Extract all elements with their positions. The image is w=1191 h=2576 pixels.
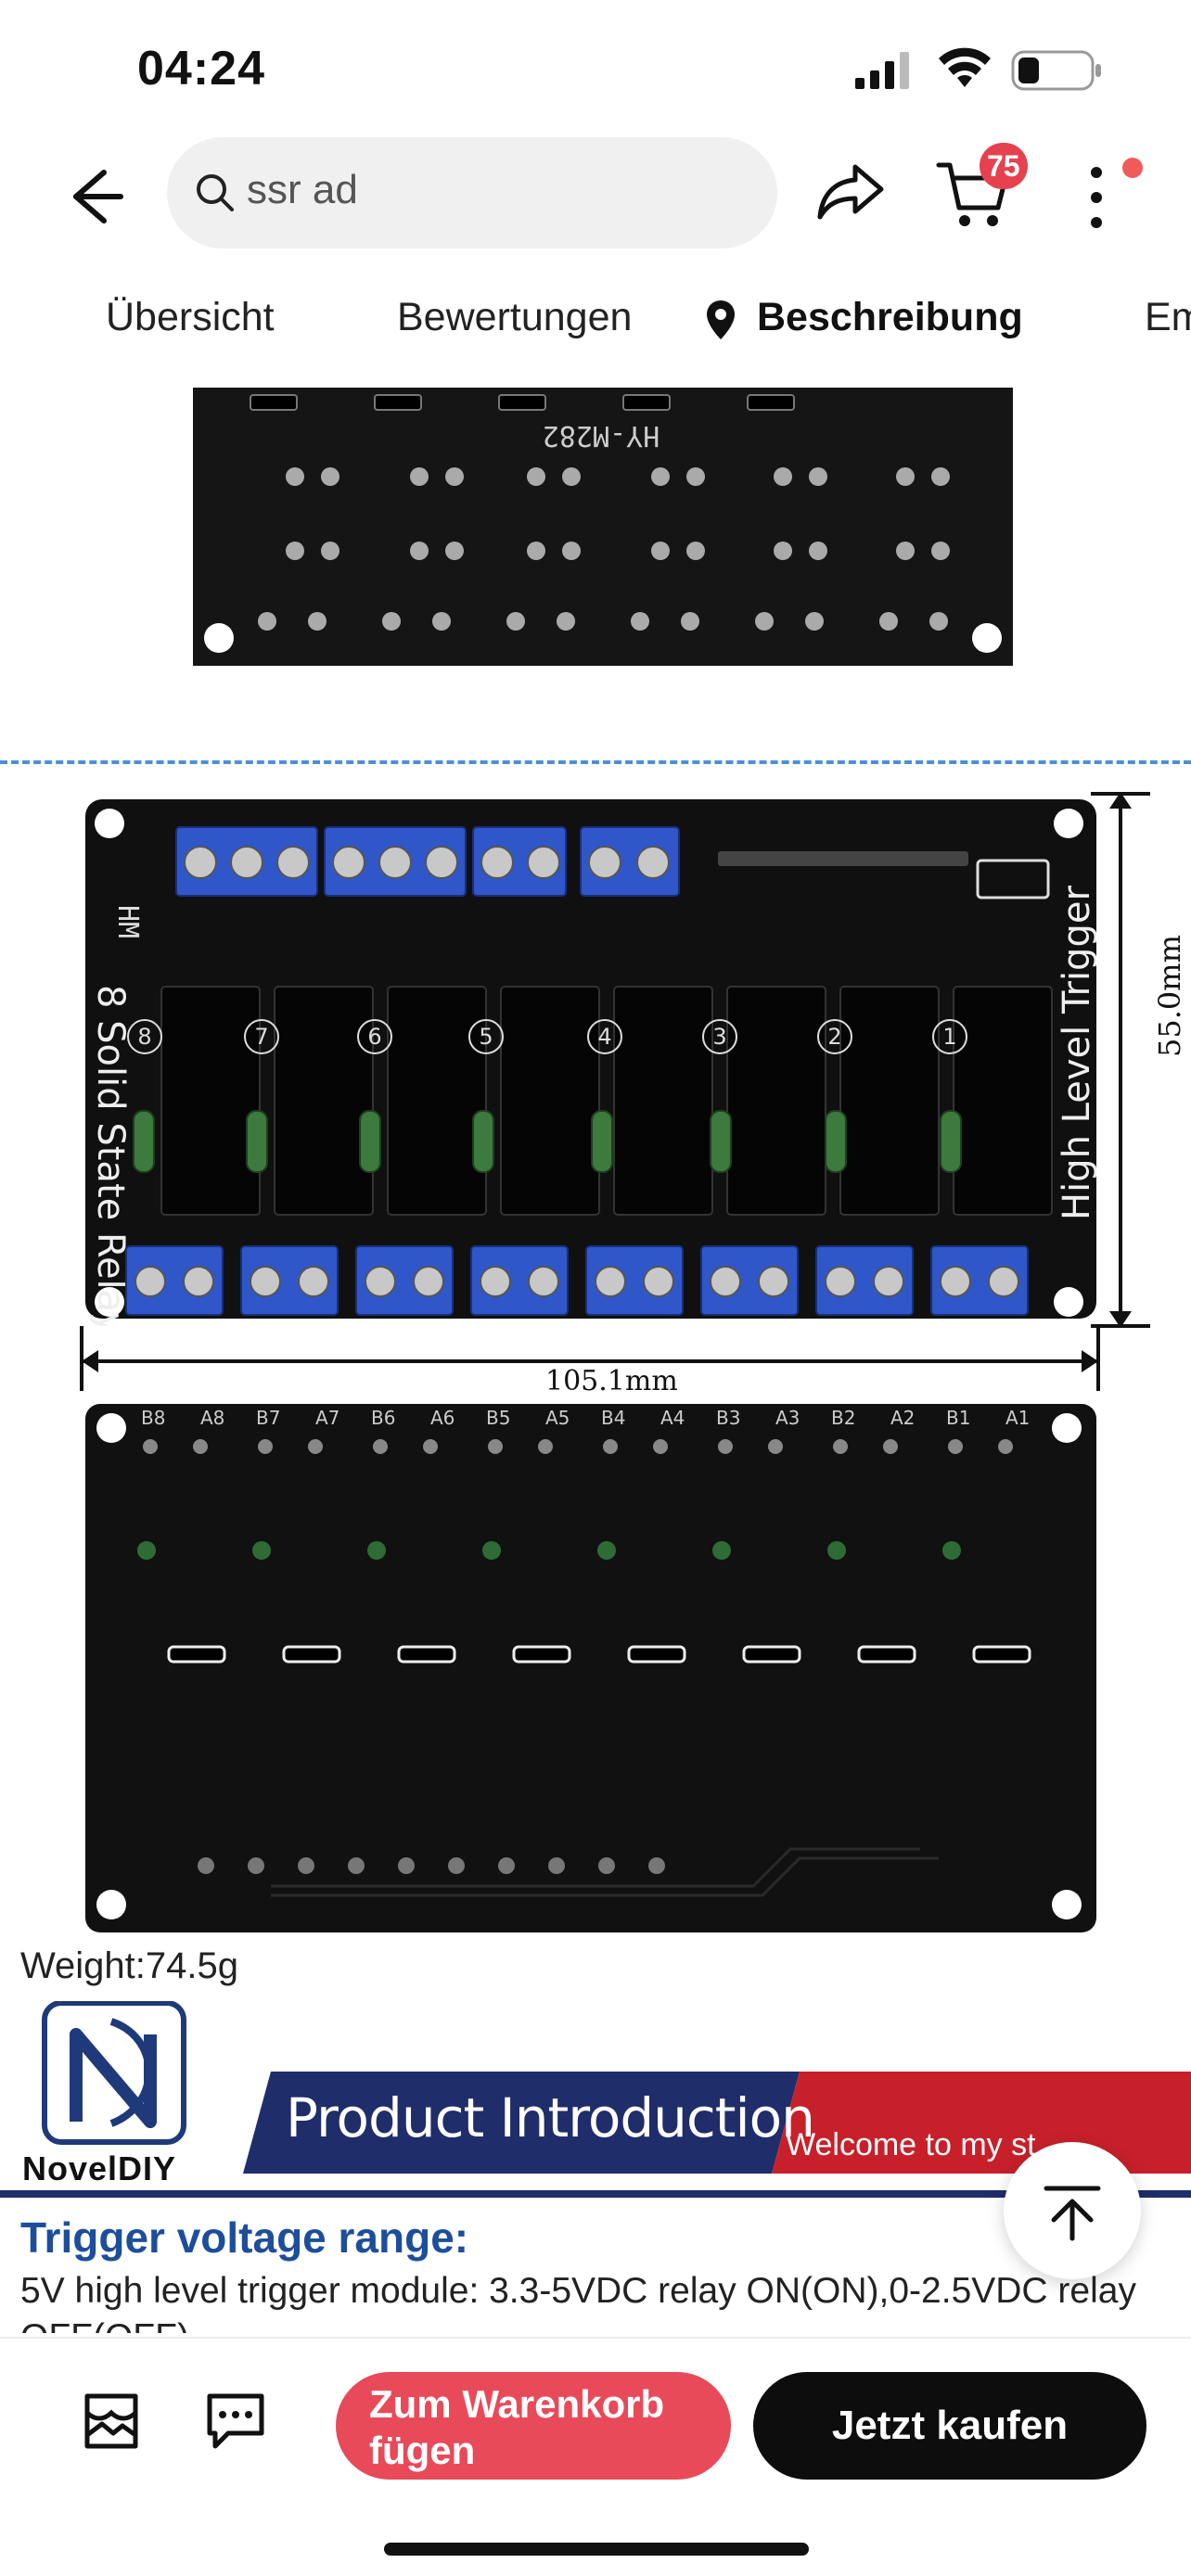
tab-more[interactable]: Em — [1145, 295, 1191, 339]
terminal-label: A6 — [430, 1407, 455, 1429]
channel-label: 6 — [367, 1024, 381, 1050]
product-image-board-underside: B8 A8 B7 A7 B6 A6 B5 A5 B4 A4 B3 A3 B2 A… — [85, 1404, 1096, 1932]
channel-label: 8 — [137, 1024, 151, 1050]
wifi-icon — [939, 47, 991, 87]
terminal-label: B5 — [486, 1407, 510, 1429]
channel-label: 2 — [827, 1024, 841, 1050]
dimension-lines — [80, 792, 1150, 1391]
product-image-board-back: HY-M282 — [193, 388, 1013, 666]
channel-label: 3 — [712, 1024, 726, 1050]
noveldiy-logo — [42, 2001, 186, 2145]
channel-label: 7 — [254, 1024, 268, 1050]
status-bar: 04:24 — [0, 0, 1191, 139]
buy-now-button[interactable]: Jetzt kaufen — [753, 2372, 1146, 2480]
terminal-label: B7 — [256, 1407, 280, 1429]
cellular-signal-icon — [855, 52, 909, 89]
section-tabs: Übersicht Bewertungen Beschreibung Em — [0, 278, 1191, 362]
brand-name: NovelDIY — [22, 2149, 177, 2187]
board-marking: HM — [111, 905, 144, 938]
terminal-label: A5 — [545, 1407, 570, 1429]
board-back-illustration: HY-M282 — [193, 388, 1013, 666]
tab-overview[interactable]: Übersicht — [106, 295, 275, 339]
section-divider — [0, 760, 1191, 764]
terminal-label: A2 — [890, 1407, 915, 1429]
chat-icon[interactable] — [206, 2392, 265, 2450]
relay-board-illustration: HM 8 Solid State Relay High Level Trigge… — [85, 796, 1098, 1334]
search-header: ssr ad 75 — [0, 130, 1191, 250]
board-underside-illustration: B8 A8 B7 A7 B6 A6 B5 A5 B4 A4 B3 A3 B2 A… — [96, 1407, 1082, 1919]
banner-subtitle: Welcome to my st... — [786, 2127, 1062, 2162]
board-title-right: High Level Trigger — [1056, 886, 1096, 1220]
terminal-label: B2 — [831, 1407, 855, 1429]
search-icon — [197, 174, 234, 211]
terminal-label: B6 — [371, 1407, 395, 1429]
terminal-label: A3 — [775, 1407, 800, 1429]
cart-count-badge: 75 — [980, 143, 1028, 189]
home-indicator — [384, 2543, 809, 2556]
terminal-label: B1 — [946, 1407, 970, 1429]
tab-reviews[interactable]: Bewertungen — [397, 295, 633, 339]
banner-underline — [0, 2190, 1191, 2198]
search-placeholder: ssr ad — [247, 167, 358, 212]
product-weight: Weight:74.5g — [20, 1945, 238, 1986]
description-heading: Trigger voltage range: — [20, 2213, 469, 2262]
description-text: 5V high level trigger module: 3.3-5VDC r… — [20, 2271, 1136, 2333]
terminal-label: A4 — [660, 1407, 685, 1429]
channel-label: 1 — [942, 1024, 956, 1050]
board-top-marking: HY-M282 — [543, 419, 660, 452]
board-title-left: 8 Solid State Relay — [89, 985, 132, 1326]
banner-title: Product Introduction — [286, 2086, 815, 2149]
width-dimension-label: 105.1mm — [545, 1365, 678, 1397]
back-arrow-icon[interactable] — [56, 159, 130, 234]
terminal-label: B3 — [716, 1407, 740, 1429]
location-pin-icon — [707, 300, 735, 339]
share-icon[interactable] — [814, 159, 887, 224]
more-options-icon[interactable] — [1078, 156, 1124, 239]
tab-description[interactable]: Beschreibung — [757, 295, 1023, 339]
search-input[interactable]: ssr ad — [167, 137, 777, 249]
terminal-label: A7 — [315, 1407, 339, 1429]
notification-dot — [1122, 158, 1143, 178]
add-to-cart-button[interactable]: Zum Warenkorb fügen — [336, 2372, 731, 2480]
status-time: 04:24 — [137, 42, 265, 96]
scroll-to-top-button[interactable] — [1004, 2142, 1141, 2279]
height-dimension-label: 55.0mm — [1152, 935, 1187, 1057]
channel-label: 4 — [597, 1024, 611, 1050]
terminal-label: A1 — [1005, 1407, 1030, 1429]
product-image-board-front: HM 8 Solid State Relay High Level Trigge… — [85, 796, 1098, 1334]
bottom-action-bar: Zum Warenkorb fügen Jetzt kaufen — [0, 2337, 1191, 2576]
channel-label: 5 — [479, 1024, 493, 1050]
terminal-label: A8 — [200, 1407, 224, 1429]
terminal-label: B8 — [141, 1407, 165, 1429]
store-icon[interactable] — [82, 2392, 141, 2450]
terminal-label: B4 — [601, 1407, 625, 1429]
arrow-up-icon — [1044, 2186, 1101, 2241]
battery-icon — [1011, 50, 1101, 91]
